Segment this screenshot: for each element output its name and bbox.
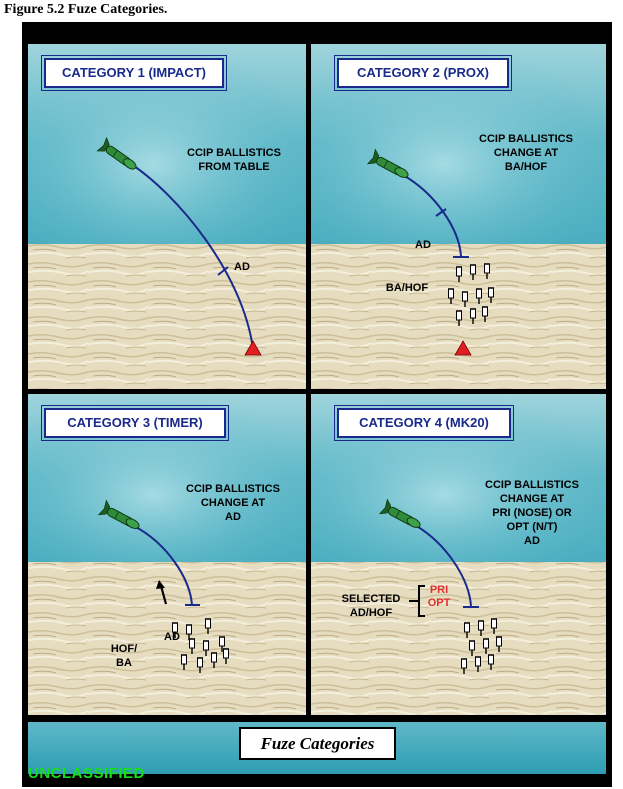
category-label: CATEGORY 1 (IMPACT) — [41, 55, 227, 91]
bomb-trajectory — [414, 524, 472, 607]
bomb-trajectory — [402, 174, 462, 257]
panel-description: CCIP BALLISTICS FROM TABLE — [187, 147, 281, 173]
category-label: CATEGORY 4 (MK20) — [334, 405, 514, 441]
caption-bar: Fuze Categories — [28, 722, 606, 774]
panel-category-4: CATEGORY 4 (MK20) CCIP BALLISTICS CHANGE… — [311, 394, 606, 715]
panel-description: CCIP BALLISTICS CHANGE AT PRI (NOSE) OR … — [485, 479, 579, 547]
up-arrow-icon — [156, 580, 168, 605]
selected-label: SELECTED AD/HOF — [341, 593, 401, 619]
pri-label: PRI — [429, 584, 449, 596]
panel-category-3: CATEGORY 3 (TIMER) CCIP BALLISTICS CHANG… — [28, 394, 306, 715]
ad-label: AD — [415, 239, 431, 251]
bomb-trajectory — [127, 161, 254, 350]
selection-bracket — [409, 585, 425, 617]
burst-label: BA/HOF — [385, 282, 429, 294]
panel-scene — [311, 44, 606, 389]
panel-scene — [311, 394, 606, 715]
ad-label: AD — [234, 261, 250, 273]
ad-label: AD — [164, 631, 180, 643]
bomb-trajectory — [133, 525, 193, 606]
caption-title: Fuze Categories — [239, 727, 396, 760]
panel-category-1: CATEGORY 1 (IMPACT) CCIP BALLISTICS FROM… — [28, 44, 306, 389]
burst-label: HOF/ BA — [110, 643, 138, 669]
panel-description: CCIP BALLISTICS CHANGE AT BA/HOF — [479, 133, 573, 173]
panel-category-2: CATEGORY 2 (PROX) CCIP BALLISTICS CHANGE… — [311, 44, 606, 389]
classification-marking: UNCLASSIFIED — [28, 765, 145, 782]
category-label: CATEGORY 3 (TIMER) — [41, 405, 229, 441]
figure-title: Figure 5.2 Fuze Categories. — [4, 2, 168, 17]
panel-description: CCIP BALLISTICS CHANGE AT AD — [186, 483, 280, 523]
arming-tick — [217, 266, 229, 276]
arming-tick — [435, 208, 447, 217]
panel-scene — [28, 44, 306, 389]
opt-label: OPT — [427, 597, 451, 609]
figure-frame: CATEGORY 1 (IMPACT) CCIP BALLISTICS FROM… — [22, 22, 612, 787]
panel-scene — [28, 394, 306, 715]
category-label: CATEGORY 2 (PROX) — [334, 55, 512, 91]
